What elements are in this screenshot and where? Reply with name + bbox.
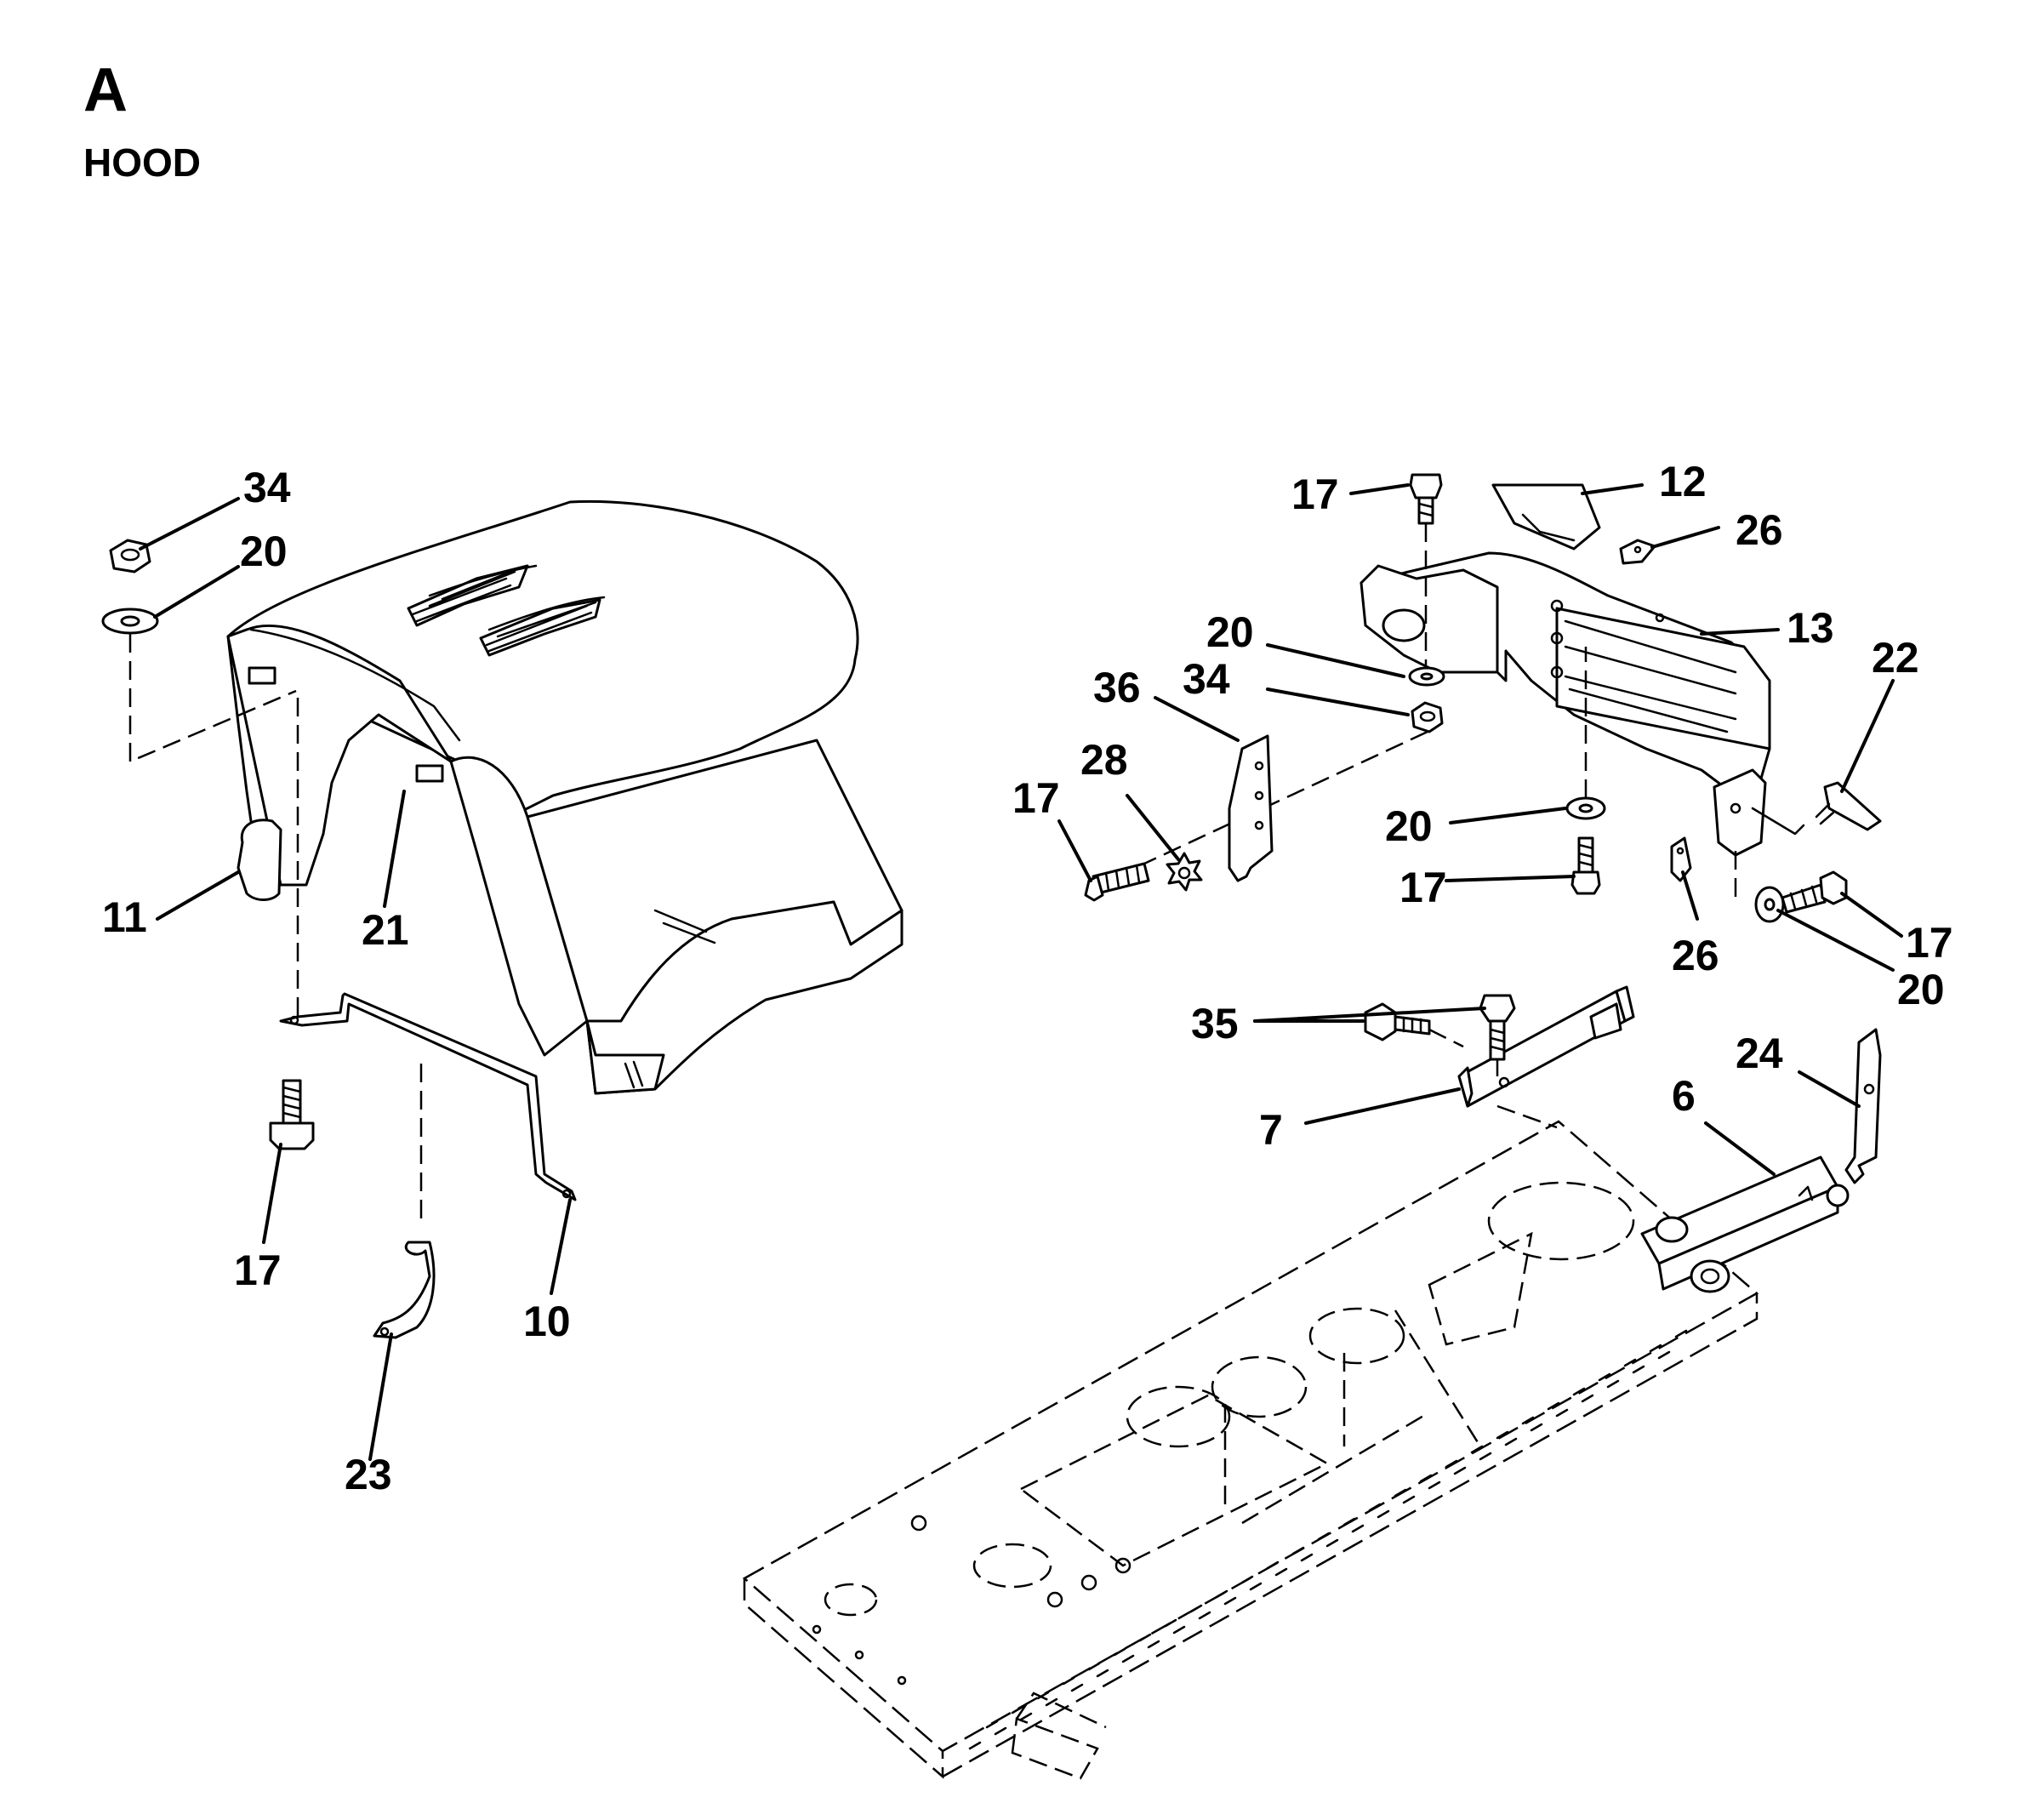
plate-22 xyxy=(1815,781,1882,831)
section-letter: A xyxy=(83,56,128,124)
callout-26-lower: 26 xyxy=(1672,932,1719,979)
callout-12: 12 xyxy=(1659,458,1707,505)
hood-shell xyxy=(226,499,903,1095)
hood-latch-11 xyxy=(237,819,282,901)
callout-17-right: 17 xyxy=(1906,919,1953,967)
flap-12 xyxy=(1491,483,1601,551)
bumper-pad-21-small xyxy=(248,666,276,685)
bolt-17-top xyxy=(1409,473,1443,525)
leader-nut-to-bracket xyxy=(1143,730,1428,865)
leader-hood-mount xyxy=(128,634,297,763)
callout-20-right: 20 xyxy=(1897,966,1945,1013)
chassis-frame xyxy=(742,1120,1759,1780)
washer-20-center xyxy=(1408,666,1445,687)
nut-34-left xyxy=(109,539,151,573)
callout-17-top: 17 xyxy=(1291,471,1339,518)
bracket-24 xyxy=(1844,1028,1882,1184)
support-rod-10 xyxy=(279,992,577,1201)
bolt-35-horizontal xyxy=(1364,1002,1431,1041)
frame-slot-marks xyxy=(968,1329,1688,1750)
callout-17-lower: 17 xyxy=(1399,864,1447,911)
callout-7: 7 xyxy=(1259,1106,1283,1154)
clip-26-upper xyxy=(1619,539,1656,565)
callout-20-center: 20 xyxy=(1206,608,1254,656)
clip-23 xyxy=(373,1241,436,1339)
hood-vents xyxy=(407,564,606,657)
bumper-pad-21 xyxy=(415,764,444,783)
callout-leaders xyxy=(139,483,1903,1461)
callout-17-left: 17 xyxy=(234,1247,282,1294)
callout-17-center-left: 17 xyxy=(1012,774,1060,822)
bracket-6 xyxy=(1640,1155,1850,1293)
section-title: HOOD xyxy=(83,140,201,185)
callout-23: 23 xyxy=(345,1451,392,1498)
callout-22: 22 xyxy=(1872,634,1919,682)
callout-35: 35 xyxy=(1191,1000,1239,1047)
callout-36: 36 xyxy=(1093,664,1141,711)
bracket-36 xyxy=(1228,734,1274,882)
callout-6: 6 xyxy=(1672,1072,1696,1120)
grille-bracket-13 xyxy=(1360,551,1805,857)
callout-11: 11 xyxy=(102,893,147,941)
bolt-17-right xyxy=(1781,870,1848,914)
callout-10: 10 xyxy=(523,1298,571,1345)
nut-34-center xyxy=(1411,701,1444,733)
clip-26-lower xyxy=(1670,836,1692,882)
bracket-7 xyxy=(1457,985,1635,1108)
leader-bolts-35 xyxy=(1428,1028,1558,1129)
callout-34-left: 34 xyxy=(243,464,291,511)
callout-13: 13 xyxy=(1787,604,1834,652)
bolt-17-center-left xyxy=(1084,862,1150,902)
callout-28: 28 xyxy=(1080,736,1128,784)
callout-21: 21 xyxy=(362,906,409,954)
bolt-17-left xyxy=(269,1079,315,1150)
washer-20-right xyxy=(1754,886,1785,923)
grille-end-13 xyxy=(1713,768,1767,857)
washer-20-lower xyxy=(1565,796,1606,820)
callout-20-left: 20 xyxy=(240,528,288,575)
star-washer-28 xyxy=(1166,852,1203,892)
callout-24: 24 xyxy=(1736,1030,1783,1077)
callout-26-upper: 26 xyxy=(1736,506,1783,554)
bolt-17-lower xyxy=(1570,836,1601,895)
washer-20-left xyxy=(101,608,159,635)
callout-34-center: 34 xyxy=(1183,655,1230,703)
callout-20-lower: 20 xyxy=(1385,802,1433,850)
